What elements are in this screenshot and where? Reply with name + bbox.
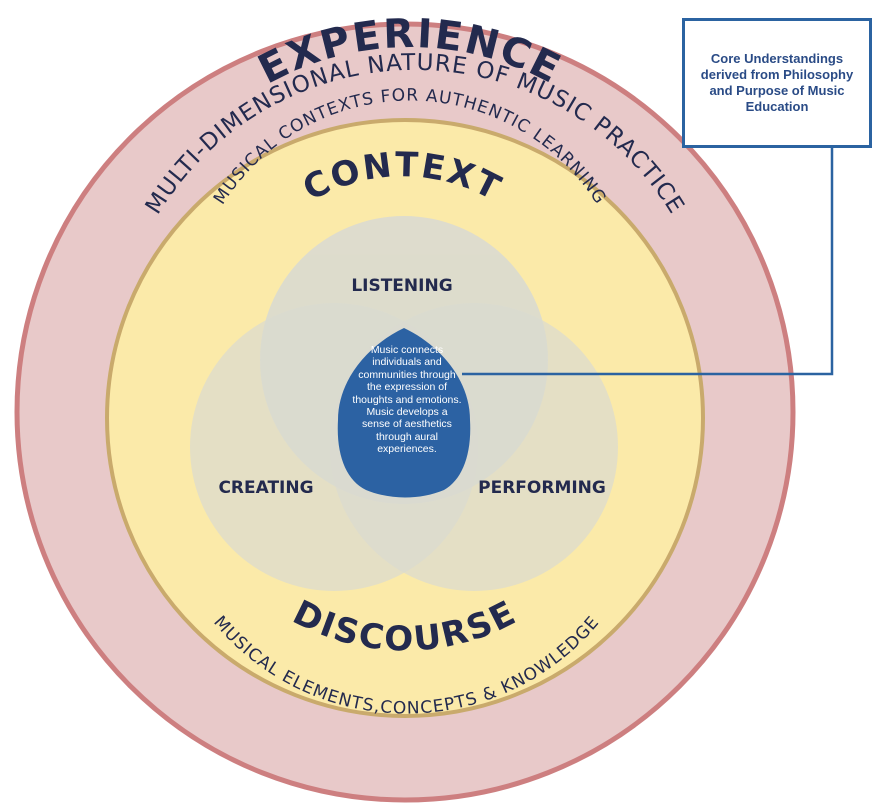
callout-text: Core Understandings derived from Philoso… <box>700 51 854 114</box>
callout-connector <box>462 148 834 376</box>
performing-label: PERFORMING <box>478 478 606 498</box>
listening-label: LISTENING <box>351 276 452 296</box>
core-understanding-text: Music connects individuals and communiti… <box>352 344 462 456</box>
core-understandings-callout: Core Understandings derived from Philoso… <box>682 18 872 148</box>
creating-label: CREATING <box>218 478 313 498</box>
core-understanding-shape <box>337 328 471 498</box>
